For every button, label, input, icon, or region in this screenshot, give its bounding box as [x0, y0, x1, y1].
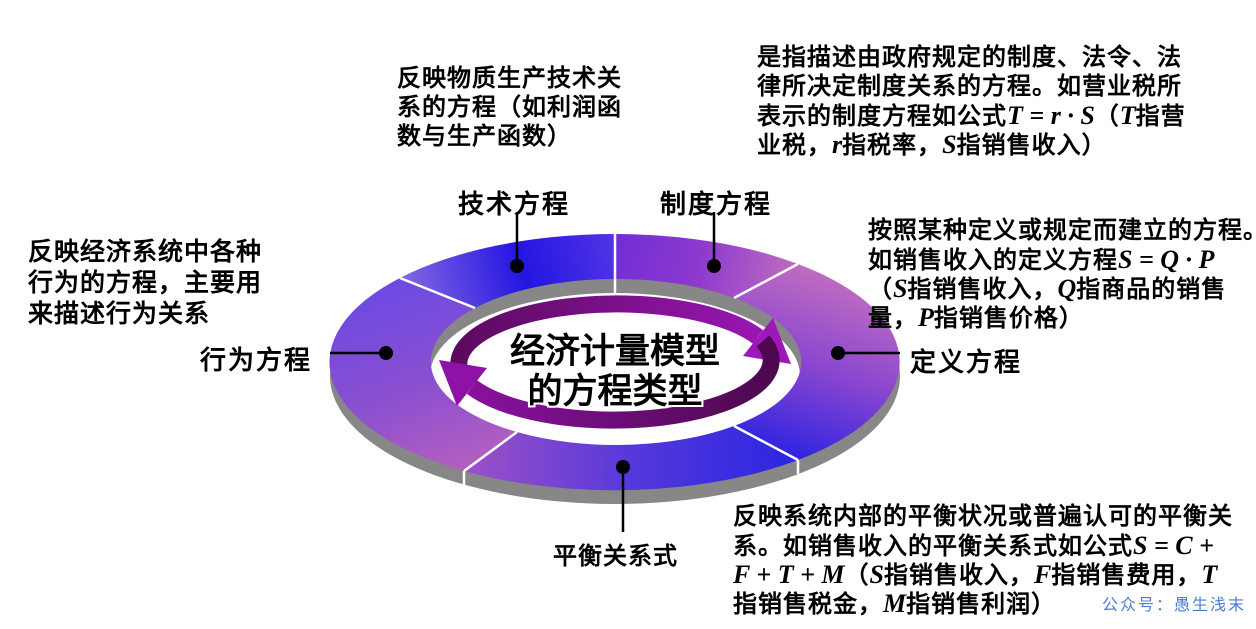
- desc-text: 反映物质生产技术关: [397, 65, 622, 92]
- desc-text: 按照某种定义或规定而建立的方程。: [868, 217, 1256, 244]
- formula-var: S: [869, 560, 884, 589]
- cycle-arrows: [439, 295, 791, 429]
- desc-text: 指税率，: [842, 132, 943, 159]
- desc-text: 指销售费用，: [1051, 562, 1202, 589]
- formula-var: T: [1119, 101, 1136, 130]
- ring-segment-institutional: [615, 234, 798, 298]
- desc-text: 指商品的销售: [1076, 276, 1227, 303]
- label-balance: 平衡关系式: [553, 543, 678, 570]
- formula-var: T: [1201, 560, 1218, 589]
- desc-text: 律所决定制度关系的方程。如营业税所: [757, 73, 1182, 100]
- formula-var: Q: [1057, 274, 1077, 303]
- formula-var: S: [942, 130, 957, 159]
- ring-segment-balance: [464, 426, 798, 491]
- desc-text: 反映经济系统中各种: [28, 238, 263, 266]
- desc-text: 如销售收入的定义方程: [868, 247, 1118, 274]
- desc-text: 业税，: [757, 132, 832, 159]
- dot-technical: [510, 259, 524, 273]
- desc-text: 反映系统内部的平衡状况或普遍认可的平衡关: [733, 503, 1233, 530]
- behavioral-description: 反映经济系统中各种 行为的方程，主要用 来描述行为关系: [28, 237, 262, 330]
- definition-description: 按照某种定义或规定而建立的方程。 如销售收入的定义方程S = Q · P （S指…: [868, 217, 1256, 333]
- formula-institutional: T = r · S: [1007, 101, 1095, 130]
- desc-text: 来描述行为关系: [28, 300, 211, 328]
- formula-balance: S = C +: [1133, 531, 1214, 560]
- desc-text: 量，: [868, 305, 918, 332]
- diagram-title: 经济计量模型 的方程类型: [455, 332, 775, 412]
- dot-definition: [831, 346, 845, 360]
- formula-balance-cont: F + T + M: [733, 560, 845, 589]
- label-behavioral: 行为方程: [200, 345, 313, 375]
- desc-text: 表示的制度方程如公式: [757, 103, 1007, 130]
- segment-dividers: [399, 234, 800, 485]
- formula-var: P: [918, 303, 934, 332]
- label-definition: 定义方程: [910, 347, 1023, 377]
- label-institutional: 制度方程: [660, 189, 773, 219]
- technical-description: 反映物质生产技术关 系的方程（如利润函 数与生产函数）: [397, 64, 622, 151]
- desc-text: 行为的方程，主要用: [28, 269, 263, 297]
- desc-text: 指销售收入，: [907, 276, 1058, 303]
- balance-description: 反映系统内部的平衡状况或普遍认可的平衡关 系。如销售收入的平衡关系式如公式S =…: [733, 503, 1233, 619]
- desc-text: （: [868, 276, 893, 303]
- desc-text: （: [1094, 103, 1120, 130]
- desc-text: 指销售税金，: [733, 591, 883, 618]
- ring-segment-technical: [400, 234, 615, 308]
- cycle-arrow-bottom: [466, 335, 780, 429]
- cycle-arrow-top: [450, 295, 764, 389]
- formula-var: S: [893, 274, 908, 303]
- ring-segment-behavioral: [329, 278, 517, 471]
- dot-behavioral: [379, 346, 393, 360]
- desc-text: （: [844, 562, 870, 589]
- label-technical: 技术方程: [458, 189, 571, 219]
- desc-text: 指销售收入，: [883, 562, 1034, 589]
- desc-text: 是指描述由政府规定的制度、法令、法: [757, 44, 1182, 71]
- formula-var: r: [832, 130, 843, 159]
- dot-institutional: [707, 259, 721, 273]
- formula-var: M: [883, 589, 907, 618]
- desc-text: 指营: [1135, 103, 1186, 130]
- formula-definition: S = Q · P: [1118, 245, 1215, 274]
- desc-text: 数与生产函数）: [397, 123, 572, 150]
- desc-text: 指销售利润）: [906, 591, 1057, 618]
- desc-text: 系。如销售收入的平衡关系式如公式: [733, 533, 1133, 560]
- institutional-description: 是指描述由政府规定的制度、法令、法 律所决定制度关系的方程。如营业税所 表示的制…: [757, 43, 1186, 159]
- connector-dots: [379, 259, 845, 474]
- dot-balance: [616, 460, 630, 474]
- desc-text: 指销售收入）: [956, 132, 1107, 159]
- desc-text: 指销售价格）: [933, 305, 1084, 332]
- diagram-title-line1: 经济计量模型: [509, 332, 720, 371]
- cycle-arrow-bottom-head: [439, 360, 487, 406]
- watermark-text: 公众号：愚生浅末: [1102, 597, 1247, 614]
- diagram-title-line2: 的方程类型: [527, 372, 703, 411]
- desc-text: 系的方程（如利润函: [397, 94, 622, 121]
- connectors: [330, 212, 900, 532]
- ring-segment-definition: [734, 264, 900, 460]
- formula-var: F: [1033, 560, 1052, 589]
